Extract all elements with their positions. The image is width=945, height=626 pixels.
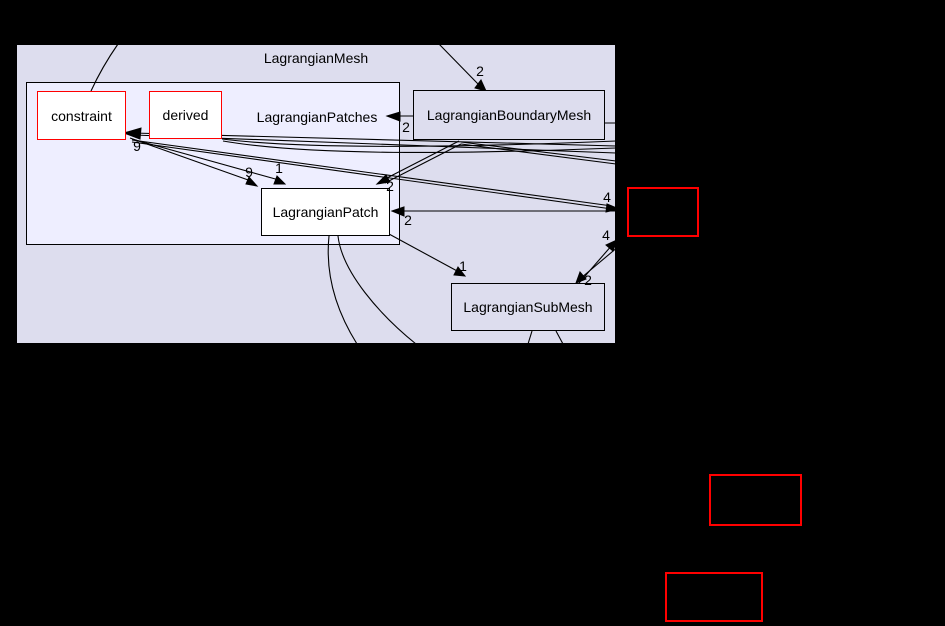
edge-label-submesh-to-external: 4	[602, 227, 610, 243]
outer-cluster-title: LagrangianMesh	[263, 50, 369, 66]
inner-cluster-title: LagrangianPatches	[256, 109, 378, 125]
edge-label-boundary-to-patches: 2	[402, 119, 410, 135]
node-external-right[interactable]	[627, 187, 699, 237]
node-constraint-label: constraint	[51, 107, 112, 124]
node-external-bottom-1[interactable]	[709, 474, 802, 526]
node-derived-label: derived	[162, 107, 209, 123]
edge-arrowheads	[122, 79, 621, 284]
node-external-bottom-2[interactable]	[665, 572, 763, 622]
edge-label-into-constraint: 9	[133, 138, 141, 154]
node-lagrangian-patch-label: LagrangianPatch	[272, 204, 379, 220]
node-lagrangian-sub-mesh-label: LagrangianSubMesh	[463, 299, 593, 315]
node-lagrangian-boundary-mesh[interactable]: LagrangianBoundaryMesh	[413, 90, 605, 140]
edge-label-boundary-to-patch: 2	[386, 178, 394, 194]
edge-label-external-to-patch: 2	[404, 212, 412, 228]
edge-label-top-to-boundary: 2	[476, 63, 484, 79]
edge-label-patch-to-submesh: 1	[459, 258, 467, 274]
edge-label-external-to-submesh: 2	[584, 272, 592, 288]
node-constraint[interactable]: constraint	[37, 91, 126, 140]
node-lagrangian-sub-mesh[interactable]: LagrangianSubMesh	[451, 283, 605, 331]
node-lagrangian-boundary-mesh-label: LagrangianBoundaryMesh	[426, 107, 592, 123]
node-lagrangian-patch[interactable]: LagrangianPatch	[261, 188, 390, 236]
edge-label-bundle-to-external: 4	[603, 189, 611, 205]
edge-label-constraint-to-patch: 9	[245, 164, 253, 180]
edge-label-to-patch-one: 1	[275, 160, 283, 176]
node-derived[interactable]: derived	[149, 91, 222, 139]
